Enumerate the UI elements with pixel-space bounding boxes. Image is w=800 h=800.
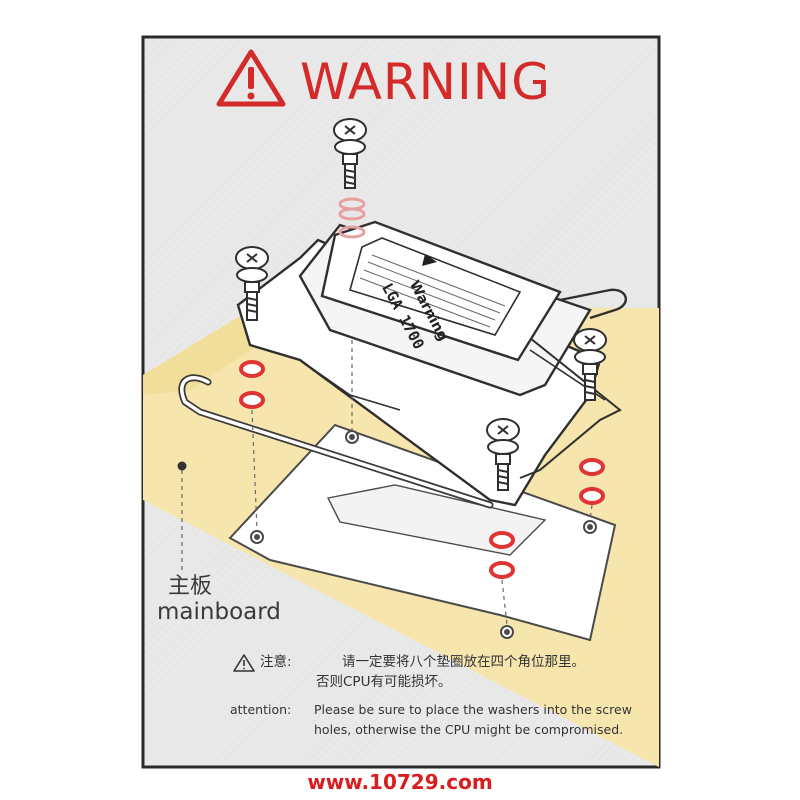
washer-ring-icon	[579, 458, 605, 476]
attention-note-cn: 注意: 请一定要将八个垫圈放在四个角位那里。 否则CPU有可能损坏。	[236, 652, 666, 692]
washer-ring-icon	[239, 391, 265, 409]
washer-ring-icon	[489, 561, 515, 579]
attention-label-cn: 注意:	[260, 654, 292, 670]
washer-ring-icon	[489, 531, 515, 549]
mainboard-pointer-dot	[177, 461, 187, 471]
website-url: www.10729.com	[307, 770, 493, 794]
attention-label-en: attention:	[230, 702, 292, 717]
mainboard-label-cn: 主板	[168, 574, 213, 599]
warning-title: WARNING	[300, 53, 551, 111]
chip-warning-triangle-icon	[422, 254, 437, 266]
washer-rings	[239, 360, 605, 579]
attention-text-cn-line1: 请一定要将八个垫圈放在四个角位那里。	[342, 654, 585, 670]
mainboard-label-en: mainboard	[157, 599, 281, 625]
screws	[235, 118, 607, 491]
attention-text-cn-line2: 否则CPU有可能损坏。	[316, 674, 452, 690]
guide-lines	[181, 340, 593, 626]
washer-ring-icon	[579, 487, 605, 505]
attention-text-en: Please be sure to place the washers into…	[314, 702, 632, 737]
attention-triangle-icon	[233, 654, 255, 672]
phillips-screw-icon	[333, 118, 367, 189]
phillips-screw-icon	[235, 246, 269, 321]
washer-ring-icon	[239, 360, 265, 378]
cpu-chip	[320, 220, 562, 362]
washer-group-upper	[338, 197, 366, 239]
phillips-screw-icon	[573, 328, 607, 401]
warning-triangle-icon	[216, 49, 286, 107]
phillips-screw-icon	[486, 418, 520, 491]
